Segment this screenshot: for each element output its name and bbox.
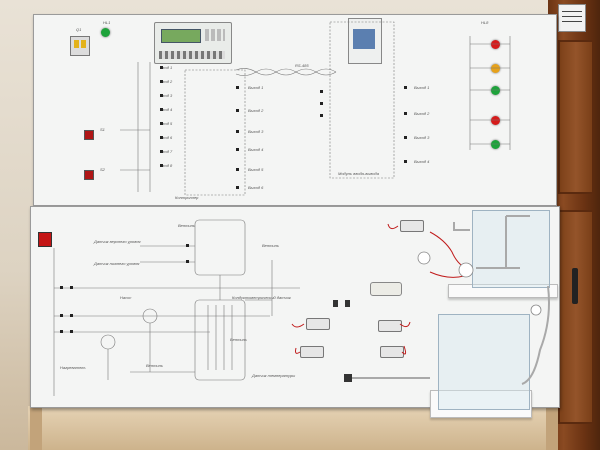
stop-button[interactable]	[38, 232, 52, 247]
lamp-yellow	[491, 64, 500, 73]
label-valve-4: Вентиль	[230, 337, 248, 342]
lamp-red-2	[491, 116, 500, 125]
input-label-4: Вход 4	[160, 107, 173, 112]
input-label-6: Вход 6	[160, 135, 173, 140]
lower-tank-shelf	[430, 390, 532, 418]
lamp-group-label: HL8	[481, 20, 489, 25]
red-button-1[interactable]	[84, 130, 94, 140]
input-label-3: Вход 3	[160, 93, 173, 98]
label-valve-1: Вентиль	[178, 223, 196, 228]
right-output-3: Выход 3	[414, 135, 430, 140]
door-panel-lower	[558, 210, 594, 424]
label-valve-3: Вентиль	[262, 243, 280, 248]
solenoid-valve-1[interactable]	[400, 220, 424, 232]
plc-display	[161, 29, 201, 43]
breaker-label: Q1	[76, 27, 82, 32]
mid-output-3: Выход 3	[248, 129, 264, 134]
input-label-2: Вход 2	[160, 79, 173, 84]
stand-leg-left	[30, 406, 42, 450]
input-label-1: Вход 1	[160, 65, 173, 70]
label-pump: Насос	[120, 295, 132, 300]
bus-label: RS-485	[295, 63, 309, 68]
plc-keypad	[205, 29, 225, 41]
label-valve-2: Вентиль	[146, 363, 164, 368]
plc-controller	[154, 22, 232, 64]
label-heater: Нагреватель	[60, 365, 86, 370]
power-lamp-label: HL1	[103, 20, 111, 25]
door-handle	[572, 268, 578, 304]
right-output-1: Выход 1	[414, 85, 430, 90]
mid-output-2: Выход 2	[248, 108, 264, 113]
mid-output-6: Выход 6	[248, 185, 264, 190]
stand-leg-right	[546, 406, 558, 450]
button-label-1: S1	[100, 127, 105, 132]
button-label-2: S2	[100, 167, 105, 172]
right-output-4: Выход 4	[414, 159, 430, 164]
lamp-green-1	[491, 86, 500, 95]
solenoid-valve-5[interactable]	[380, 346, 404, 358]
label-conductivity-sensor: Кондуктометрический датчик	[232, 295, 291, 300]
door-panel-upper	[558, 40, 594, 194]
caption-controller: Контроллер	[175, 195, 199, 200]
upper-control-panel	[33, 14, 557, 206]
label-temperature-sensor: Датчик температуры	[252, 373, 296, 378]
mid-output-1: Выход 1	[248, 85, 264, 90]
input-label-8: Вход 8	[160, 163, 173, 168]
upper-water-tank	[472, 210, 550, 288]
solenoid-valve-4[interactable]	[300, 346, 324, 358]
mid-output-4: Выход 4	[248, 147, 264, 152]
label-upper-level-sensor: Датчик верхнего уровня	[94, 239, 141, 244]
input-label-7: Вход 7	[160, 149, 173, 154]
io-module-face	[353, 29, 375, 49]
lamp-red-1	[491, 40, 500, 49]
power-indicator-lamp	[101, 28, 110, 37]
io-module	[348, 18, 382, 64]
door-sign	[558, 4, 586, 32]
circuit-breaker[interactable]	[70, 36, 90, 56]
solenoid-valve-2[interactable]	[306, 318, 330, 330]
lower-water-tank	[438, 314, 530, 410]
caption-io-module: Модуль ввода-вывода	[338, 171, 379, 176]
lower-process-panel	[30, 206, 560, 408]
lamp-green-2	[491, 140, 500, 149]
solenoid-valve-3[interactable]	[378, 320, 402, 332]
label-lower-level-sensor: Датчик нижнего уровня	[94, 261, 140, 266]
input-label-5: Вход 5	[160, 121, 173, 126]
pump-unit	[370, 282, 402, 296]
right-output-2: Выход 2	[414, 111, 430, 116]
plc-terminals	[159, 51, 225, 59]
mid-output-5: Выход 5	[248, 167, 264, 172]
red-button-2[interactable]	[84, 170, 94, 180]
